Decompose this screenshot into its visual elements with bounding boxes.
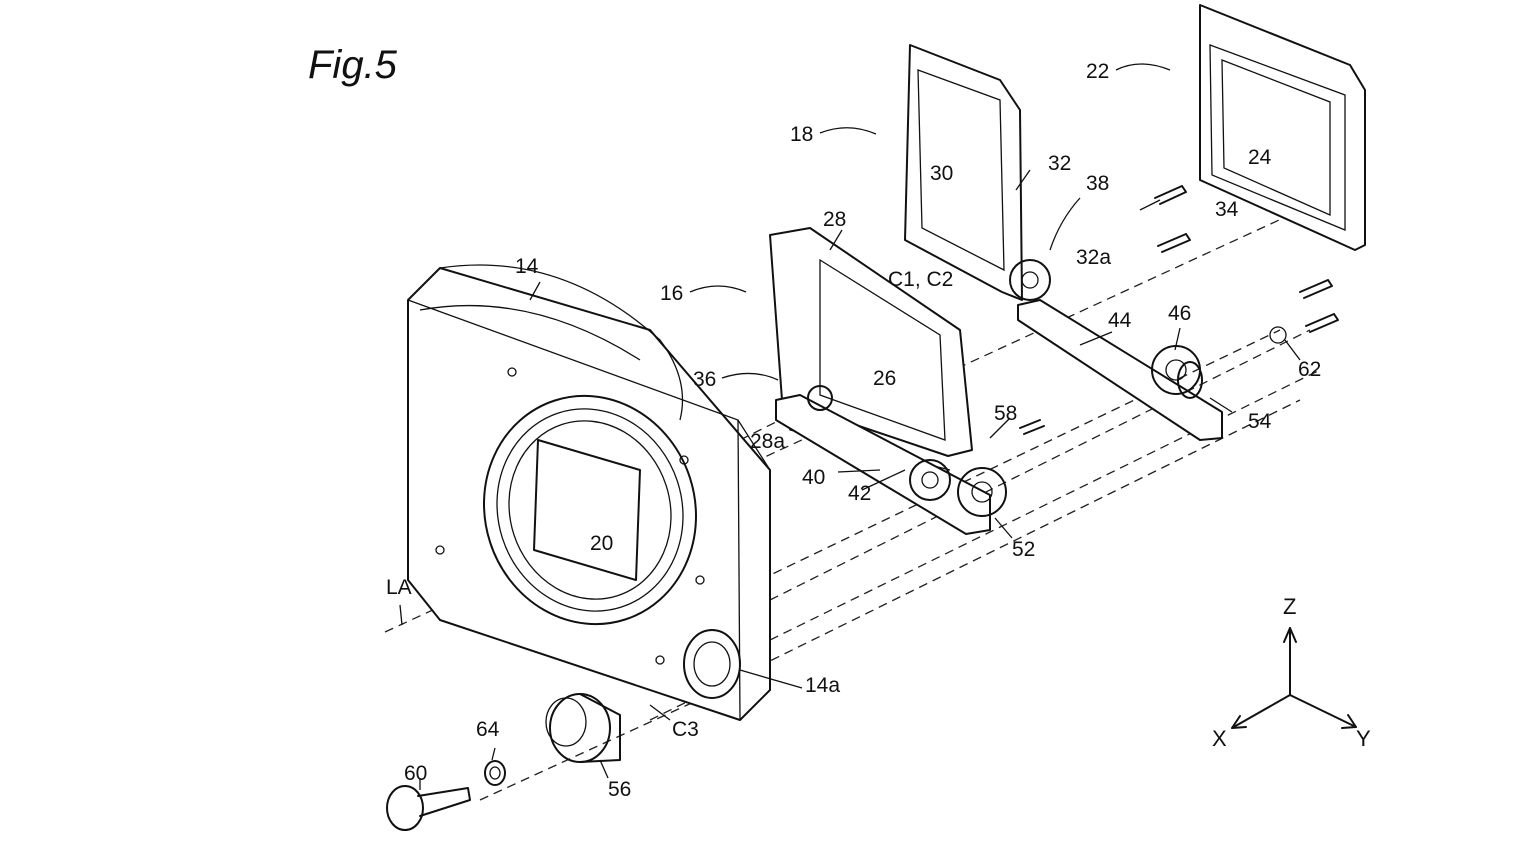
label-58: 58 (994, 402, 1017, 425)
label-c3: C3 (672, 718, 699, 741)
label-62: 62 (1298, 358, 1321, 381)
label-38: 38 (1086, 172, 1109, 195)
axis-x-label: X (1212, 726, 1227, 751)
label-40: 40 (802, 466, 825, 489)
plate-unit-18 (904, 44, 1051, 301)
coordinate-triad: Z X Y (1212, 594, 1371, 751)
part-labels: 14 14a 16 18 20 22 24 26 28 28a 30 32 32… (386, 60, 1321, 801)
label-24: 24 (1248, 146, 1272, 169)
label-la: LA (386, 576, 412, 599)
label-30: 30 (930, 162, 953, 185)
screws (1019, 185, 1339, 435)
label-42: 42 (848, 482, 871, 505)
axis-z-label: Z (1283, 594, 1296, 619)
label-28a: 28a (750, 430, 785, 453)
label-32a: 32a (1076, 246, 1111, 269)
label-60: 60 (404, 762, 427, 785)
leader-lines (399, 63, 1301, 790)
label-64: 64 (476, 718, 500, 741)
label-28: 28 (823, 208, 846, 231)
axis-y-label: Y (1356, 726, 1371, 751)
label-52: 52 (1012, 538, 1035, 561)
label-46: 46 (1168, 302, 1191, 325)
rail-44 (1017, 299, 1287, 441)
label-54: 54 (1248, 410, 1272, 433)
label-36: 36 (693, 368, 716, 391)
label-14: 14 (515, 255, 539, 278)
label-16: 16 (660, 282, 683, 305)
camera-body-14 (407, 264, 771, 721)
label-32: 32 (1048, 152, 1071, 175)
label-18: 18 (790, 123, 813, 146)
label-22: 22 (1086, 60, 1109, 83)
label-26: 26 (873, 367, 896, 390)
movable-frame-16 (769, 227, 1007, 535)
sensor-unit-22 (1199, 4, 1366, 251)
label-44: 44 (1108, 309, 1132, 332)
label-34: 34 (1215, 198, 1239, 221)
label-14a: 14a (805, 674, 840, 697)
label-56: 56 (608, 778, 631, 801)
label-20: 20 (590, 532, 613, 555)
label-c1-c2: C1, C2 (888, 268, 953, 291)
figure-title: Fig.5 (308, 43, 398, 87)
